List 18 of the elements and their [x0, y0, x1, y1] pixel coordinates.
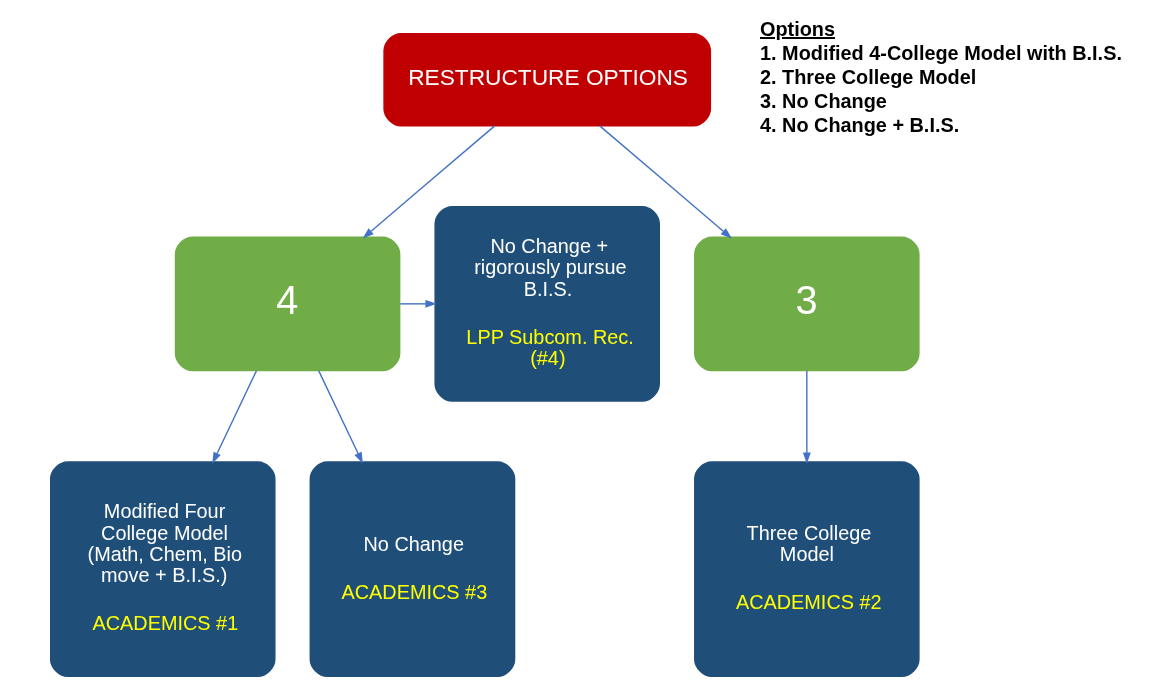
arrow: [211, 370, 257, 464]
arrow: [317, 370, 363, 464]
node-box: 4: [174, 236, 400, 372]
node-box: Modified Four College Model (Math, Chem, Bio move + B.I.S.) ACADEMICS #1: [49, 461, 276, 677]
label: 1. Modified 4-College Model with B.I.S.: [759, 42, 1122, 65]
node-box: 3: [693, 236, 920, 372]
arrow: [802, 370, 811, 464]
label: 2. Three College Model: [759, 66, 976, 89]
node-box: No Change ACADEMICS #3: [309, 461, 515, 677]
node-box: RESTRUCTURE OPTIONS: [382, 32, 711, 127]
arrow: [362, 125, 495, 239]
node-box: No Change + rigorously pursue B.I.S. LPP Subcom. Rec. (#4): [433, 205, 660, 402]
label: 3. No Change: [759, 90, 887, 113]
label: 4. No Change + B.I.S.: [759, 114, 959, 137]
arrow: [598, 125, 732, 239]
arrow: [398, 299, 437, 308]
node-box: Three College Model ACADEMICS #2: [693, 461, 920, 677]
label: Options: [759, 18, 835, 41]
